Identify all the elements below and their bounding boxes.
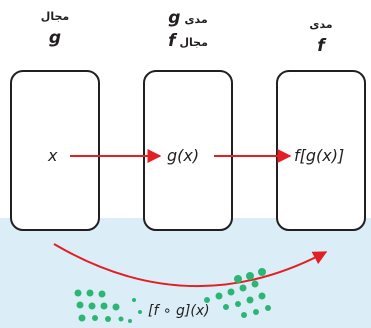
g-domain-header: مجال g <box>10 10 100 48</box>
arrow-composite <box>53 243 328 287</box>
decorative-dots <box>74 268 271 323</box>
f-of-g-of-x-label: f[g(x)] <box>292 146 347 166</box>
g-domain-letter: g <box>48 28 62 48</box>
f-range-arabic-label: مدى <box>309 18 333 31</box>
g-range-letter: g <box>168 8 181 28</box>
f-domain-arabic-label: مجال <box>179 36 208 49</box>
g-of-x-label: g(x) <box>165 146 202 166</box>
f-domain-letter: f <box>168 31 176 51</box>
f-range-header: مدى f <box>276 18 366 56</box>
f-range-letter: f <box>317 36 325 56</box>
g-range-arabic-label: مدى <box>184 13 208 26</box>
g-range-header: مدى g مجال f <box>143 8 233 51</box>
composite-function-label: [f ∘ g](x) <box>148 303 210 319</box>
bottom-background-band <box>0 218 371 328</box>
x-label: x <box>46 146 60 166</box>
g-domain-arabic-label: مجال <box>40 10 70 23</box>
